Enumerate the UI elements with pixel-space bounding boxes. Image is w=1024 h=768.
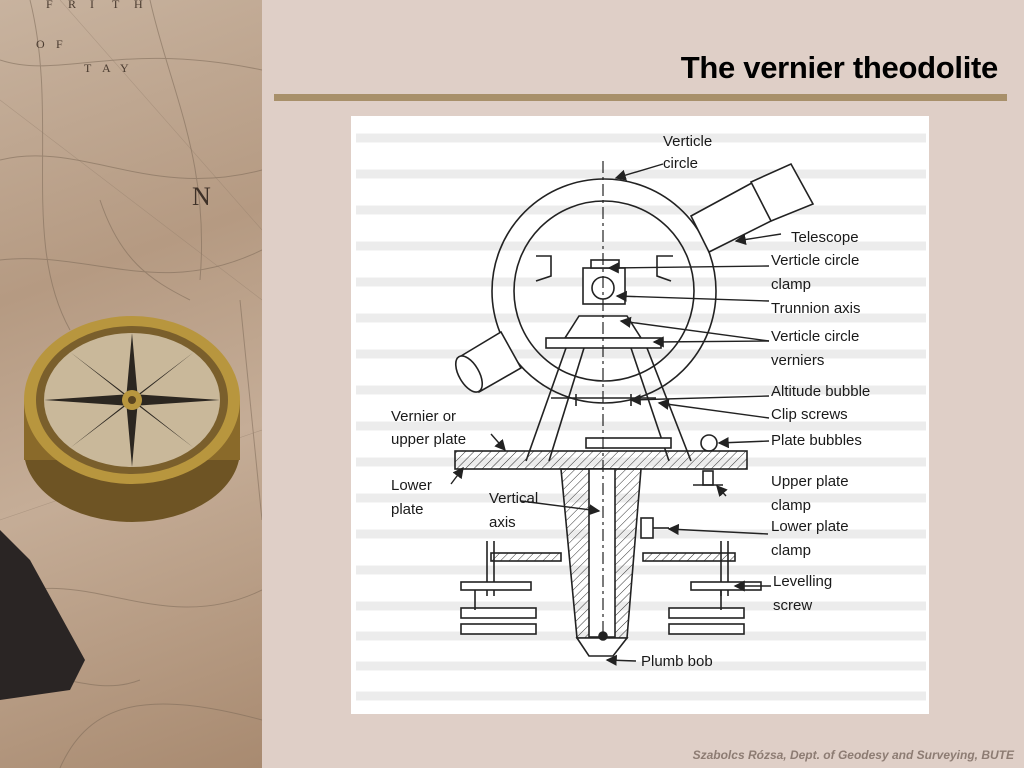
- label-upper-plate-clamp-2: clamp: [771, 497, 811, 514]
- label-lower-plate-clamp-2: clamp: [771, 542, 811, 559]
- sidebar-map-image: F R I T H O F T A Y N: [0, 0, 262, 768]
- label-plate-bubbles: Plate bubbles: [771, 432, 862, 449]
- label-levelling-screw-1: Levelling: [773, 573, 832, 590]
- label-verticle-circle-clamp-1: Verticle circle: [771, 252, 859, 269]
- map-letter: I: [90, 0, 96, 11]
- compass-icon: [24, 316, 240, 522]
- footer-credit: Szabolcs Rózsa, Dept. of Geodesy and Sur…: [692, 748, 1014, 762]
- label-upper-plate-clamp-1: Upper plate: [771, 473, 849, 490]
- map-north-letter: N: [192, 182, 211, 211]
- label-lower-plate-1: Lower: [391, 477, 432, 494]
- slide-title: The vernier theodolite: [680, 50, 999, 85]
- label-vernier-upper-plate-2: upper plate: [391, 431, 466, 448]
- map-letter: T: [84, 61, 93, 75]
- label-lower-plate-clamp-1: Lower plate: [771, 518, 849, 535]
- map-letter: Y: [120, 61, 131, 75]
- label-clip-screws: Clip screws: [771, 406, 848, 423]
- label-verticle-circle-verniers-2: verniers: [771, 352, 824, 369]
- label-altitude-bubble: Altitude bubble: [771, 383, 870, 400]
- theodolite-diagram: Verticle circle Telescope Verticle circl…: [351, 116, 929, 714]
- label-verticle-circle-1: Verticle: [663, 133, 712, 150]
- label-levelling-screw-2: screw: [773, 597, 812, 614]
- theodolite-drawing: [454, 162, 815, 657]
- map-letter: F: [56, 37, 65, 51]
- title-divider: [274, 94, 1007, 101]
- map-letter: H: [134, 0, 145, 11]
- label-lower-plate-2: plate: [391, 501, 424, 518]
- label-verticle-circle-2: circle: [663, 155, 698, 172]
- map-letter: R: [68, 0, 78, 11]
- label-verticle-circle-clamp-2: clamp: [771, 276, 811, 293]
- label-vertical-axis-2: axis: [489, 514, 516, 531]
- map-letter: O: [36, 37, 47, 51]
- map-letter: A: [102, 61, 113, 75]
- map-letter: T: [112, 0, 121, 11]
- label-telescope: Telescope: [791, 229, 859, 246]
- label-vertical-axis-1: Vertical: [489, 490, 538, 507]
- map-letter: F: [46, 0, 55, 11]
- label-verticle-circle-verniers-1: Verticle circle: [771, 328, 859, 345]
- label-trunnion-axis: Trunnion axis: [771, 300, 861, 317]
- label-plumb-bob: Plumb bob: [641, 653, 713, 670]
- label-vernier-upper-plate-1: Vernier or: [391, 408, 456, 425]
- dark-object: [0, 530, 85, 700]
- map-compass-illustration: F R I T H O F T A Y N: [0, 0, 262, 768]
